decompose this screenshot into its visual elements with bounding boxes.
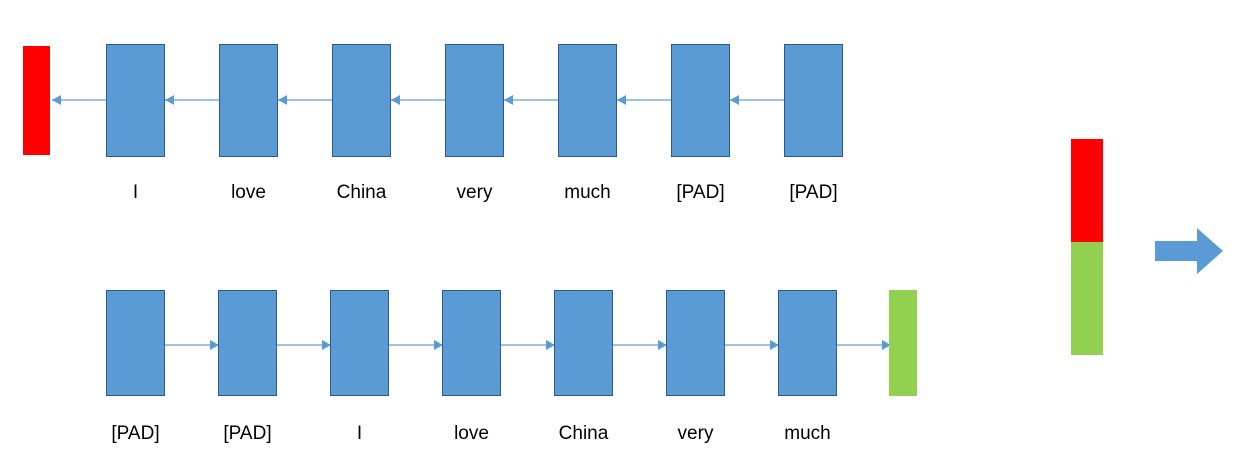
connector-arrowhead-right-icon — [770, 340, 779, 350]
connector-arrowhead-right-icon — [546, 340, 555, 350]
output-state-green-right — [889, 290, 917, 396]
token-label: [PAD] — [223, 423, 272, 444]
sequence-cell[interactable] — [219, 44, 278, 157]
connector-arrowhead-left-icon — [165, 95, 174, 105]
connector-arrowhead-left-icon — [504, 95, 513, 105]
token-label: [PAD] — [111, 423, 160, 444]
connector-arrowhead-right-icon — [322, 340, 331, 350]
sequence-cell[interactable] — [558, 44, 617, 157]
concatenated-state-segment-red — [1071, 139, 1103, 242]
sequence-cell[interactable] — [218, 290, 277, 396]
token-label: love — [454, 423, 489, 444]
sequence-cell[interactable] — [106, 44, 165, 157]
token-label: very — [456, 182, 493, 203]
connector-arrowhead-right-icon — [658, 340, 667, 350]
connector-line — [725, 344, 779, 346]
connector-line — [391, 99, 445, 101]
sequence-cell[interactable] — [106, 290, 165, 396]
token-label: [PAD] — [676, 182, 725, 203]
token-label: China — [336, 182, 387, 203]
connector-line — [389, 344, 443, 346]
connector-arrowhead-left-icon — [730, 95, 739, 105]
token-label: much — [564, 182, 611, 203]
output-arrow-icon — [1155, 228, 1223, 274]
token-label: I — [132, 182, 139, 203]
connector-line — [501, 344, 555, 346]
sequence-cell[interactable] — [330, 290, 389, 396]
token-label: much — [784, 423, 831, 444]
sequence-cell[interactable] — [442, 290, 501, 396]
connector-arrowhead-right-icon — [882, 340, 891, 350]
output-state-red-left — [23, 46, 50, 155]
connector-arrowhead-left-icon — [52, 95, 61, 105]
sequence-cell[interactable] — [666, 290, 725, 396]
connector-arrowhead-right-icon — [210, 340, 219, 350]
connector-line — [837, 344, 891, 346]
sequence-cell[interactable] — [332, 44, 391, 157]
sequence-cell[interactable] — [671, 44, 730, 157]
token-label: [PAD] — [789, 182, 838, 203]
backward-row-group: I love China very much [PAD] [PAD] — [0, 0, 1238, 220]
token-label: love — [231, 182, 266, 203]
connector-line — [277, 344, 331, 346]
token-label: very — [677, 423, 714, 444]
token-label: I — [356, 423, 363, 444]
token-label: China — [558, 423, 609, 444]
connector-line — [730, 99, 784, 101]
connector-line — [613, 344, 667, 346]
sequence-cell[interactable] — [554, 290, 613, 396]
sequence-cell[interactable] — [445, 44, 504, 157]
connector-arrowhead-left-icon — [278, 95, 287, 105]
connector-line — [52, 99, 106, 101]
sequence-cell[interactable] — [784, 44, 843, 157]
output-arrow — [1155, 226, 1223, 276]
connector-line — [165, 99, 219, 101]
connector-line — [278, 99, 332, 101]
connector-arrowhead-left-icon — [391, 95, 400, 105]
connector-arrowhead-left-icon — [617, 95, 626, 105]
connector-arrowhead-right-icon — [434, 340, 443, 350]
connector-line — [617, 99, 671, 101]
connector-line — [504, 99, 558, 101]
concatenated-state-segment-green — [1071, 242, 1103, 355]
connector-line — [165, 344, 219, 346]
sequence-cell[interactable] — [778, 290, 837, 396]
